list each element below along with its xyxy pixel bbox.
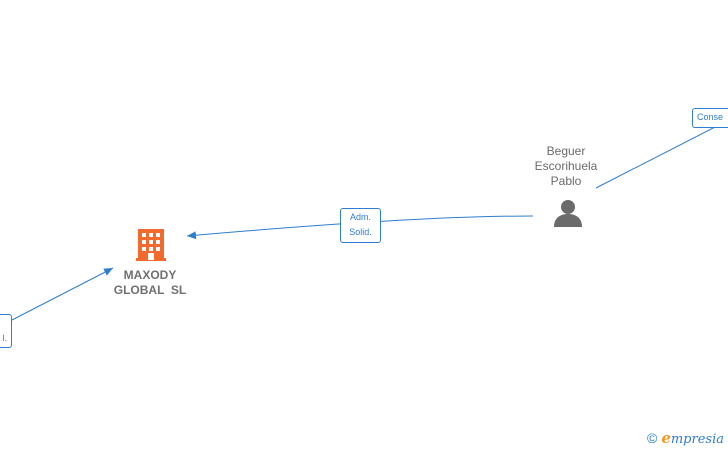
edge-label-top-right-partial[interactable]: Conse (692, 108, 728, 128)
copyright-symbol: © (646, 430, 658, 446)
edge-person-to-top-right (595, 126, 716, 189)
person-name-line2: Escorihuela (534, 159, 598, 173)
company-name[interactable]: MAXODY GLOBAL SL (100, 268, 200, 298)
edge-label-adm-solid[interactable]: Adm. Solid. (340, 208, 381, 243)
edge-left-to-company (11, 267, 114, 321)
brand-name: mpresia (670, 432, 724, 447)
edge-label-adm-solid-line1: Adm. (349, 212, 371, 222)
company-name-line2: GLOBAL SL (113, 283, 187, 297)
person-name-line3: Pablo (550, 174, 582, 188)
person-icon[interactable] (554, 200, 582, 227)
edge-label-adm-solid-line2: Solid. (349, 227, 372, 237)
empresia-watermark: ©empresia (647, 429, 724, 447)
edge-label-left-line1 (0, 316, 7, 331)
brand-initial: e (661, 429, 671, 447)
edge-label-left-line2: l. (2, 333, 8, 343)
edge-label-left-partial[interactable]: l. (0, 314, 12, 348)
building-icon[interactable] (136, 229, 166, 261)
company-name-line1: MAXODY (123, 268, 177, 282)
edge-label-top-right-text: Conse (697, 112, 724, 122)
person-name[interactable]: Beguer Escorihuela Pablo (516, 144, 616, 189)
person-name-line1: Beguer (546, 144, 586, 158)
